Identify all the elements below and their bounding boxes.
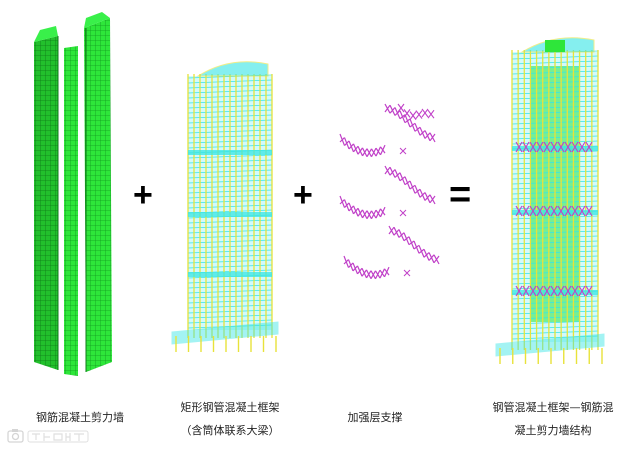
outrigger-brace (349, 203, 354, 214)
outrigger-brace (410, 112, 416, 120)
plus-operator: + (293, 176, 313, 215)
outrigger-brace (434, 255, 439, 264)
outrigger-brace (429, 253, 434, 263)
outrigger-brace (345, 200, 350, 211)
caption-combined: 钢管混凝土框架—钢筋混 凝土剪力墙结构 (478, 401, 628, 438)
transfer-floor (188, 150, 272, 155)
shear-wall-model (34, 12, 112, 376)
outrigger-brace (385, 166, 390, 175)
outrigger-brace (376, 209, 381, 218)
outrigger-brace (398, 104, 404, 112)
outrigger-brace (380, 269, 385, 278)
outrigger-brace (367, 211, 372, 219)
caption-line: 矩形钢管混凝土框架 (160, 401, 300, 415)
tube-frame-model (172, 62, 278, 352)
outrigger-brace (367, 270, 372, 279)
outrigger-brace-model (340, 104, 439, 279)
outrigger-brace (390, 167, 395, 177)
outrigger-brace (395, 169, 400, 180)
outrigger-brace (363, 148, 368, 157)
outrigger-brace (381, 145, 386, 155)
wall-panel-right (84, 18, 112, 372)
outrigger-brace (390, 105, 395, 115)
outrigger-brace (400, 148, 406, 154)
outrigger-brace (354, 206, 359, 216)
outrigger-brace (430, 133, 435, 142)
transfer-floor (188, 272, 272, 277)
outrigger-brace (404, 270, 410, 276)
outrigger-brace (422, 109, 428, 117)
outrigger-brace (358, 208, 363, 218)
outrigger-brace (362, 268, 367, 278)
caption-line: 凝土剪力墙结构 (478, 424, 628, 438)
outrigger-brace (415, 123, 420, 135)
outrigger-brace (400, 210, 406, 216)
outrigger-brace (419, 245, 424, 257)
outrigger-brace (372, 210, 377, 219)
outrigger-brace (344, 256, 349, 268)
outrigger-brace (376, 270, 381, 279)
outrigger-brace (367, 149, 372, 157)
outrigger-brace (363, 210, 368, 219)
outrigger-brace (409, 237, 414, 249)
outrigger-brace (430, 195, 435, 204)
outrigger-brace (428, 110, 434, 118)
outrigger-brace (353, 263, 358, 274)
outrigger-brace (425, 131, 430, 141)
outrigger-brace (414, 241, 419, 253)
outrigger-brace (340, 196, 345, 208)
outrigger-brace (424, 249, 429, 260)
watermark-lettering (28, 431, 88, 442)
outrigger-brace (420, 189, 425, 200)
core-top (545, 40, 565, 52)
outrigger-brace (404, 233, 409, 245)
outrigger-brace (340, 134, 345, 146)
roof-crown (198, 62, 268, 76)
outrigger-brace (425, 193, 430, 203)
outrigger-brace (395, 107, 400, 118)
transfer-floor (188, 212, 272, 217)
outrigger-brace (354, 144, 359, 154)
outrigger-brace (358, 146, 363, 156)
caption-tube-frame: 矩形钢管混凝土框架 （含筒体联系大梁） (160, 401, 300, 438)
outrigger-brace (376, 147, 381, 156)
outrigger-brace (389, 226, 394, 235)
wall-panel-left (34, 36, 58, 370)
combined-structure-model (496, 38, 604, 364)
caption-line: 加强层支撑 (330, 411, 420, 425)
caption-outrigger: 加强层支撑 (330, 411, 420, 425)
outrigger-brace (381, 207, 386, 217)
equals-operator: = (449, 174, 471, 217)
outrigger-brace (410, 119, 415, 131)
outrigger-brace (399, 229, 404, 240)
outrigger-brace (345, 138, 350, 149)
outrigger-brace (410, 181, 415, 193)
outrigger-brace (394, 227, 399, 237)
outrigger-brace (358, 266, 363, 276)
outrigger-brace (404, 109, 410, 117)
plus-operator: + (133, 176, 153, 215)
caption-shear-wall: 钢筋混凝土剪力墙 (20, 411, 140, 425)
outrigger-brace (349, 141, 354, 152)
camera-icon (8, 429, 23, 442)
wall-panel-middle (64, 46, 78, 376)
caption-line: （含筒体联系大梁） (160, 424, 300, 438)
outrigger-brace (416, 111, 422, 119)
outrigger-brace (371, 271, 376, 279)
caption-line: 钢筋混凝土剪力墙 (20, 411, 140, 425)
outrigger-brace (415, 185, 420, 197)
outrigger-brace (420, 127, 425, 138)
outrigger-brace (349, 260, 354, 271)
outrigger-brace (405, 177, 410, 189)
outrigger-brace (372, 148, 377, 157)
outrigger-brace (385, 267, 390, 277)
outrigger-brace (385, 104, 390, 113)
caption-line: 钢管混凝土框架—钢筋混 (478, 401, 628, 415)
outrigger-brace (400, 173, 405, 185)
watermark-logo (6, 426, 92, 446)
